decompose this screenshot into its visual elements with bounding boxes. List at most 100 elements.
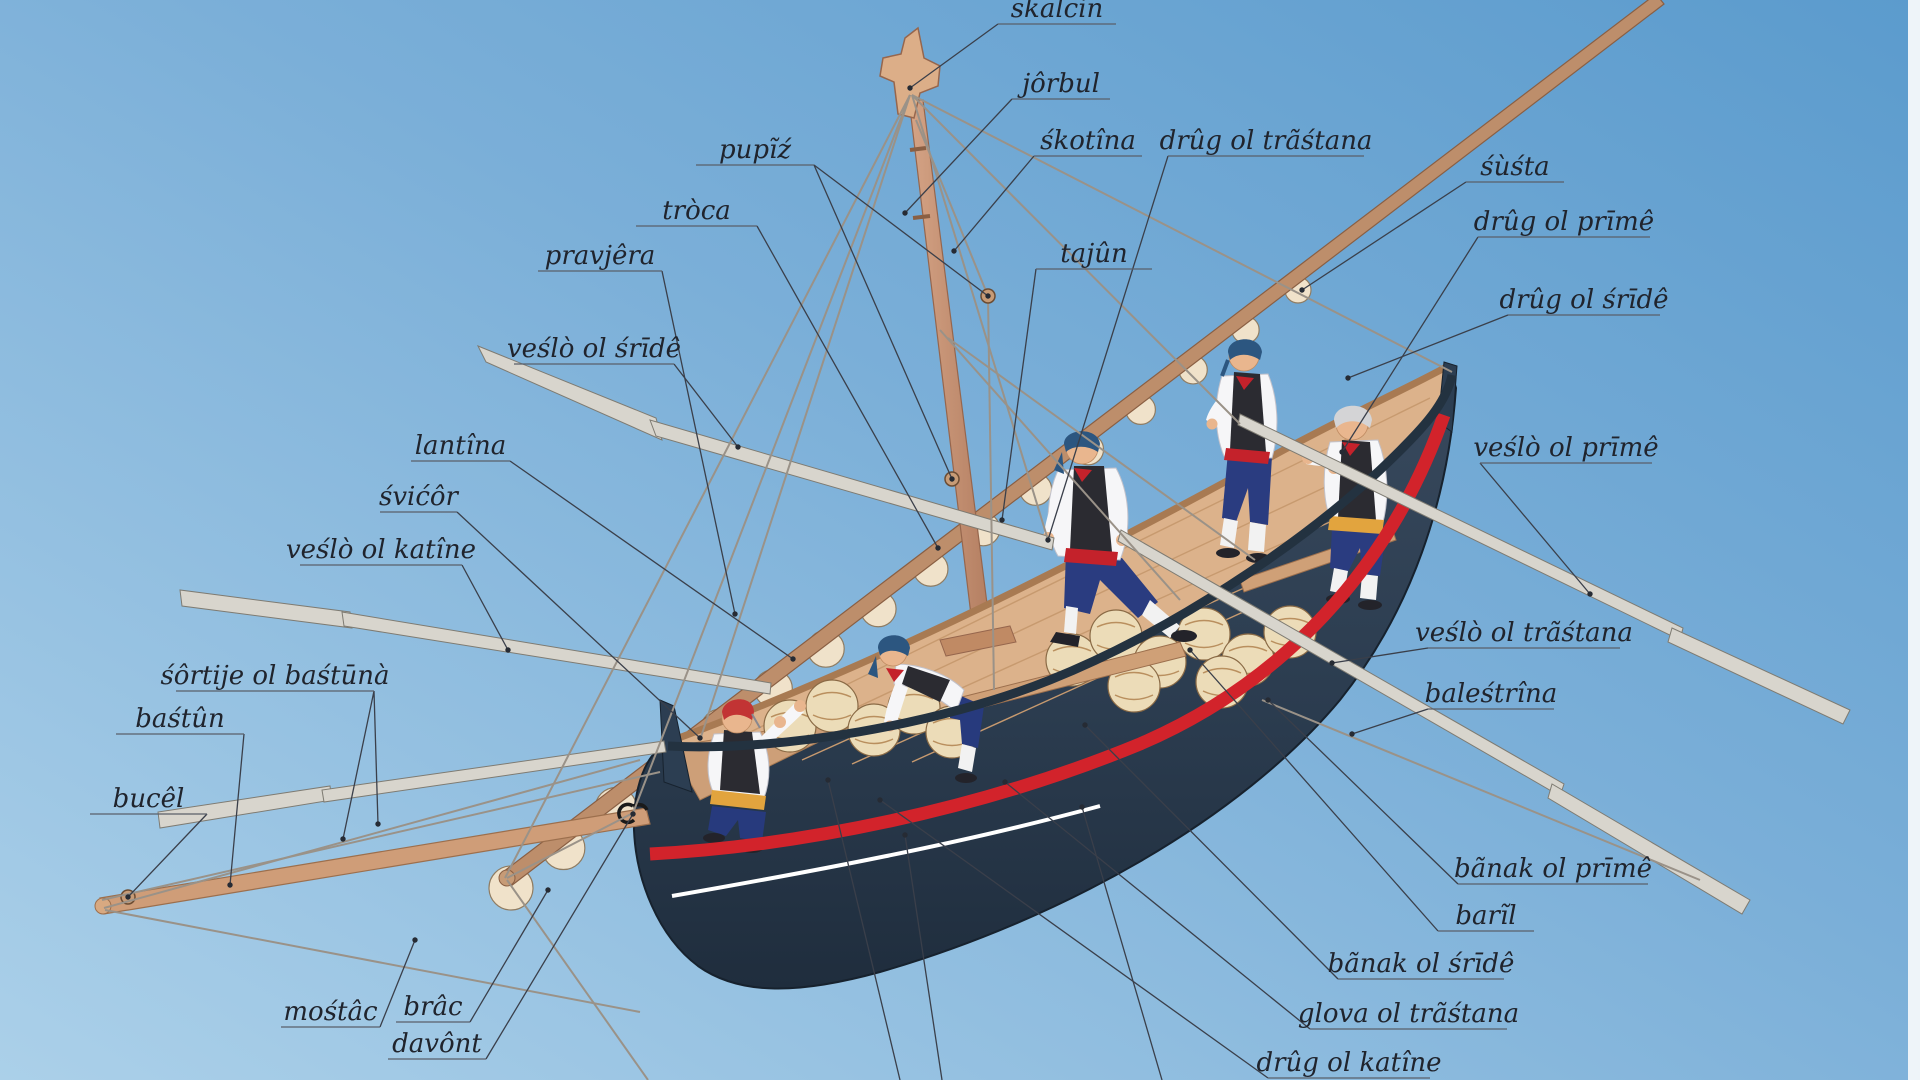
label-bucel: bucêl	[90, 784, 208, 900]
leader-line-sortije-ol-bastuna	[342, 690, 375, 840]
rower-stepping	[1042, 431, 1197, 647]
leader-dot-veslo-ol-prime	[1587, 591, 1593, 597]
leader-line-pupiz	[813, 164, 989, 297]
label-text-bucel: bucêl	[113, 784, 185, 814]
white-sheer-stripe	[671, 804, 1101, 898]
mast-step	[939, 625, 1017, 657]
label-lantina: lantîna	[411, 431, 796, 662]
leader-line-baril	[1189, 649, 1439, 932]
leader-line-drug-ol-prime	[1341, 236, 1479, 453]
label-text-glova-ol-trastana: glova ol trãśtana	[1298, 999, 1519, 1029]
label-susta: śùśta	[1299, 152, 1564, 293]
label-veslo-ol-trastana: veślò ol trãśtana	[1329, 618, 1633, 666]
label-text-sortije-ol-bastuna: śôrtije ol baśtūnà	[160, 661, 389, 691]
label-tajun: tajûn	[999, 239, 1152, 523]
leader-line-glova-ol-trastana	[1004, 781, 1311, 1030]
label-text-veslo-ol-prime: veślò ol prīmê	[1473, 433, 1658, 463]
leader-line-skalcin	[909, 23, 999, 89]
leader-line-mostac	[379, 939, 416, 1028]
barrel-hoop	[1184, 619, 1224, 626]
near-gunwale-rim	[667, 373, 1457, 752]
blue-cap	[1064, 431, 1100, 452]
leader-line-jorbul	[904, 98, 1013, 214]
leader-line-veslo-ol-sride	[673, 363, 739, 448]
leader-dot-svicor	[697, 735, 703, 741]
cutoff-leader-dot-0	[825, 777, 831, 783]
oar-prime-blade	[1667, 627, 1851, 725]
rigging-ropes	[101, 94, 1701, 1080]
right-edge-strip	[1908, 0, 1920, 1080]
cutoff-leader-dot-1	[902, 832, 908, 838]
label-text-tajun: tajûn	[1060, 239, 1128, 269]
leader-dot-drug-ol-prime	[1339, 449, 1345, 455]
leader-dot-veslo-ol-katine	[505, 647, 511, 653]
cutoff-leader-0	[827, 779, 901, 1080]
leader-line-troca	[756, 225, 939, 549]
leader-dot-drug-ol-katine	[877, 797, 883, 803]
leader-dot-banak-ol-prime	[1265, 697, 1271, 703]
label-drug-ol-sride: drûg ol śrīdê	[1345, 285, 1669, 381]
gray-hair	[1334, 405, 1372, 428]
label-glova-ol-trastana: glova ol trãśtana	[1002, 779, 1519, 1030]
oar-katine-blade	[179, 589, 353, 629]
label-pupiz: pupĩź	[696, 135, 991, 482]
barrel-hoop	[812, 691, 852, 698]
red-fez	[722, 699, 754, 720]
leader-line-davont	[485, 813, 634, 1060]
label-text-drug-ol-sride: drûg ol śrīdê	[1499, 285, 1668, 315]
label-balestrina: baleśtrîna	[1349, 679, 1557, 737]
leader-line-tajun	[1001, 268, 1037, 521]
leader-line-drug-ol-trastana	[1047, 155, 1169, 541]
blue-cap	[1228, 339, 1262, 360]
leader-line-veslo-ol-prime	[1479, 462, 1591, 595]
barrel-hoop	[1114, 671, 1154, 678]
label-banak-ol-prime: bãnak ol prīmê	[1265, 697, 1652, 885]
leader-line-banak-ol-sride	[1084, 724, 1339, 980]
iron-hook-davont	[617, 802, 649, 825]
leader-dot-skotina	[951, 248, 957, 254]
leader-line-skotina	[953, 155, 1035, 252]
leader-dot-mostac	[412, 937, 418, 943]
barrel-hoop	[1202, 667, 1242, 674]
leader-dot-tajun	[999, 517, 1005, 523]
label-text-skotina: śkotîna	[1040, 126, 1136, 156]
label-sortije-ol-bastuna: śôrtije ol baśtūnà	[160, 661, 390, 842]
leader-dot-susta	[1299, 287, 1305, 293]
leader-line-balestrina	[1351, 708, 1429, 735]
label-veslo-ol-katine: veślò ol katîne	[286, 535, 511, 653]
leader-dot-drug-ol-sride	[1345, 375, 1351, 381]
leader-line-lantina	[509, 460, 794, 660]
leader-dot-brac	[545, 887, 551, 893]
label-text-lantina: lantîna	[415, 431, 507, 461]
label-banak-ol-sride: bãnak ol śrīdê	[1082, 722, 1514, 980]
leader-line-bucel	[127, 813, 208, 898]
leader-dot-bucel	[125, 894, 131, 900]
leader-line-susta	[1301, 181, 1467, 291]
leader-line-veslo-ol-trastana	[1331, 647, 1429, 664]
label-text-veslo-ol-trastana: veślò ol trãśtana	[1415, 618, 1633, 648]
cutoff-leader-dot-2	[1079, 804, 1085, 810]
label-davont: davônt	[388, 811, 636, 1060]
oar-sride-blade	[476, 345, 663, 441]
label-text-veslo-ol-katine: veślò ol katîne	[286, 535, 476, 565]
oar-sride-shaft	[649, 419, 1055, 551]
leader-dot-davont	[630, 811, 636, 817]
leader-dot-pravjera	[732, 611, 738, 617]
label-text-jorbul: jôrbul	[1017, 69, 1100, 99]
label-text-susta: śùśta	[1480, 152, 1549, 182]
label-svicor: śvićôr	[379, 482, 703, 741]
leader-line-veslo-ol-katine	[461, 564, 509, 651]
leader-dot-skalcin	[907, 85, 913, 91]
label-brac: brâc	[396, 887, 551, 1023]
oar-katine-shaft	[341, 611, 772, 695]
leader-dot-balestrina	[1349, 731, 1355, 737]
leader-dot-lantina	[790, 656, 796, 662]
leader-line-banak-ol-prime	[1267, 699, 1459, 885]
label-pravjera: pravjêra	[538, 241, 738, 617]
leader-line-brac	[469, 889, 549, 1023]
label-text-skalcin: skalcin	[1011, 0, 1104, 24]
barrel-hoop	[1052, 645, 1092, 652]
label-drug-ol-katine: drûg ol katîne	[877, 797, 1442, 1079]
leader-dot-banak-ol-sride	[1082, 722, 1088, 728]
